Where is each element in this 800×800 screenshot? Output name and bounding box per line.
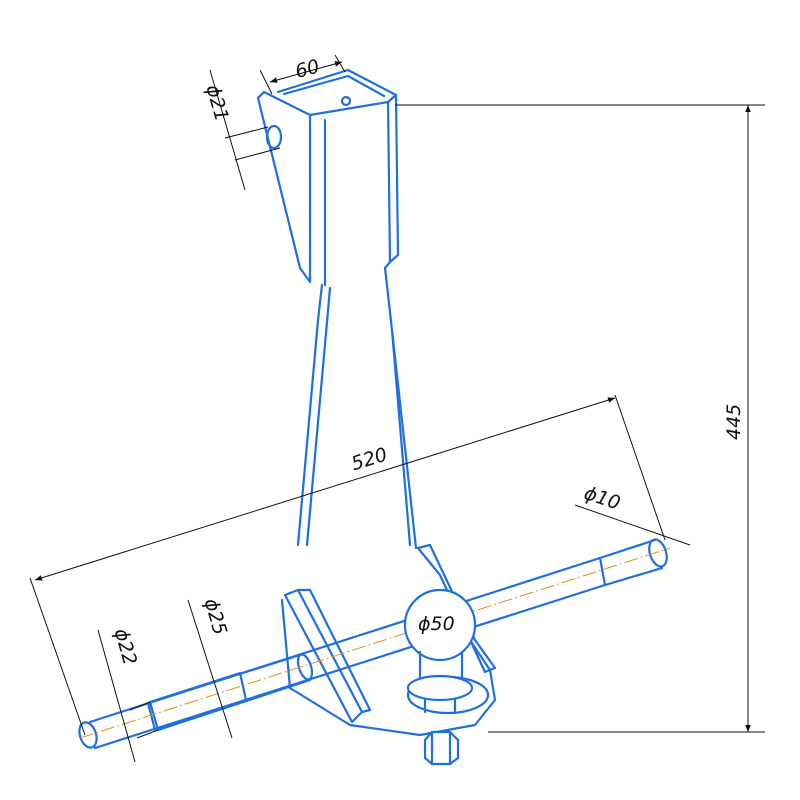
dim-height: 445 xyxy=(723,404,745,440)
dim-shaft-inner: ϕ22 xyxy=(110,626,141,667)
dimension-lines xyxy=(29,54,765,763)
dim-ball: ϕ50 xyxy=(418,613,455,635)
shaft xyxy=(78,538,671,750)
tow-ball xyxy=(403,588,477,766)
hitch-post xyxy=(256,68,418,550)
dim-shaft-outer: ϕ25 xyxy=(200,596,231,637)
dim-hole-upper: ϕ21 xyxy=(201,82,232,123)
